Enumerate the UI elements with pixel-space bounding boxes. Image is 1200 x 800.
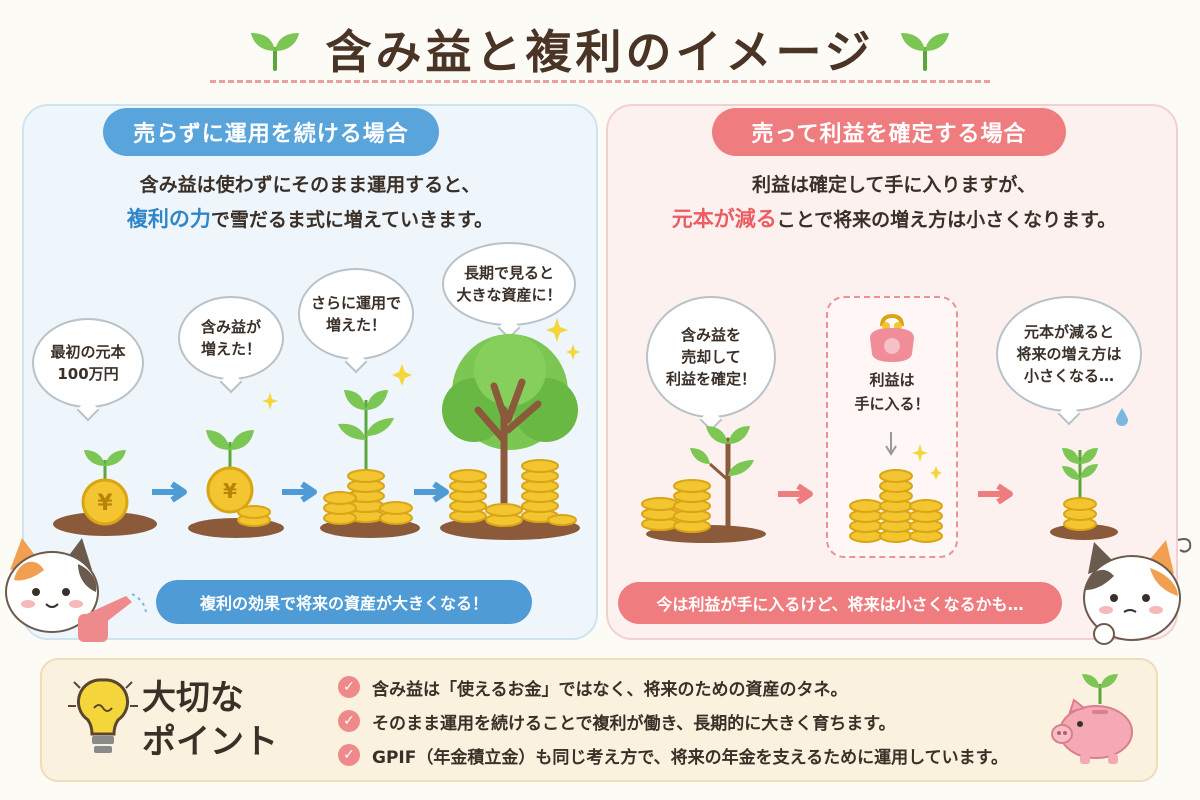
- down-arrow-icon: [885, 432, 897, 456]
- stage2-sprout-coins-icon: ¥: [188, 430, 284, 538]
- bubble-text: 100万円: [57, 365, 119, 383]
- right-bottom-message: 今は利益が手に入るけど、将来は小さくなるかも…: [618, 582, 1062, 624]
- small-sprout-coins-icon: [1050, 448, 1118, 540]
- flow-arrow: [778, 483, 813, 505]
- stage4-tree-coins-icon: [440, 334, 580, 540]
- title-underline: [210, 80, 990, 83]
- right-desc-line2-rest: ことで将来の増え方は小さくなります。: [776, 209, 1117, 231]
- gain-text-line: 手に入る！: [854, 395, 930, 413]
- check-icon: ✓: [338, 744, 360, 766]
- title-area: 含み益と複利のイメージ: [0, 14, 1200, 84]
- bubble-text: 小さくなる…: [1023, 367, 1114, 385]
- piggy-bank-sprout-icon: [1051, 674, 1133, 764]
- left-desc-line2: 複利の力で雪だるま式に増えていきます。: [40, 202, 580, 237]
- flow-arrow: [282, 481, 317, 503]
- key-point-text: そのまま運用を続けることで複利が働き、長期的に大きく育ちます。: [372, 713, 896, 734]
- thinking-cat-icon: [1083, 538, 1192, 645]
- yen-mark: ¥: [223, 479, 237, 503]
- cat-watering-can-icon: [5, 538, 147, 642]
- bubble-text: 含み益が: [200, 318, 261, 336]
- sprout-icon-left: [251, 33, 300, 71]
- sprout-icon-right: [900, 33, 949, 71]
- check-icon: ✓: [338, 676, 360, 698]
- key-points-title: 大切な ポイント: [142, 676, 302, 764]
- sparkle-icon: [912, 444, 928, 462]
- bubble-text: 含み益を: [680, 326, 741, 344]
- key-points-title-line: 大切な: [142, 678, 244, 718]
- stage3-plant-coin-stacks-icon: [320, 390, 420, 538]
- bubble-text: 将来の増え方は: [1016, 345, 1122, 363]
- bubble-text: 利益を確定！: [665, 370, 756, 388]
- bubble-further-increased: さらに運用で 増えた！: [298, 268, 414, 360]
- left-heading: 売らずに運用を続ける場合: [103, 108, 439, 156]
- profit-gained-text: 利益は 手に入る！: [826, 368, 958, 416]
- sparkle-icon: [392, 364, 412, 386]
- bubble-text: 増えた！: [200, 340, 261, 358]
- bubble-gain-increased: 含み益が 増えた！: [178, 296, 284, 380]
- bubble-future-smaller: 元本が減ると 将来の増え方は 小さくなる…: [996, 296, 1142, 412]
- left-desc-line1: 含み益は使わずにそのまま運用すると、: [139, 174, 481, 196]
- key-point-item: ✓ そのまま運用を続けることで複利が働き、長期的に大きく育ちます。: [338, 706, 1058, 736]
- key-point-item: ✓ GPIF（年金積立金）も同じ考え方で、将来の年金を支えるために運用しています…: [338, 740, 1058, 770]
- bubble-long-term: 長期で見ると 大きな資産に！: [442, 242, 576, 326]
- left-bottom-message: 複利の効果で将来の資産が大きくなる！: [156, 580, 532, 624]
- right-desc-line1: 利益は確定して手に入りますが、: [751, 174, 1037, 196]
- water-drop-icon: [1116, 408, 1128, 426]
- flow-arrow: [978, 483, 1013, 505]
- bubble-text: 大きな資産に！: [456, 286, 562, 304]
- coin-stacks-icon: [849, 469, 943, 543]
- left-desc-highlight: 複利の力: [126, 207, 211, 231]
- check-icon: ✓: [338, 710, 360, 732]
- sparkle-icon: [262, 392, 278, 410]
- right-heading: 売って利益を確定する場合: [712, 108, 1066, 156]
- left-desc-line2-rest: で雪だるま式に増えていきます。: [210, 209, 494, 231]
- key-points-title-line: ポイント: [142, 722, 278, 762]
- sparkle-icon: [546, 318, 568, 342]
- right-desc-highlight: 元本が減る: [671, 207, 777, 231]
- flow-arrow: [414, 481, 449, 503]
- key-point-text: GPIF（年金積立金）も同じ考え方で、将来の年金を支えるために運用しています。: [372, 747, 1008, 768]
- bubble-text: 最初の元本: [50, 343, 126, 361]
- flow-arrow: [152, 481, 187, 503]
- sparkle-icon: [566, 344, 580, 360]
- stage1-seedling-coin-icon: ¥: [53, 450, 157, 536]
- key-point-item: ✓ 含み益は「使えるお金」ではなく、将来のための資産のタネ。: [338, 672, 1058, 702]
- bubble-text: 増えた！: [325, 316, 386, 334]
- yen-mark: ¥: [97, 491, 113, 516]
- plant-with-coins-icon: [641, 426, 766, 543]
- coin-purse-icon: [870, 313, 914, 362]
- right-desc-line2: 元本が減ることで将来の増え方は小さくなります。: [620, 202, 1168, 237]
- gain-text-line: 利益は: [869, 371, 915, 389]
- bubble-initial-principal: 最初の元本 100万円: [32, 318, 144, 408]
- sparkle-icon: [930, 466, 942, 480]
- key-point-text: 含み益は「使えるお金」ではなく、将来のための資産のタネ。: [372, 679, 848, 700]
- page-title: 含み益と複利のイメージ: [325, 25, 875, 79]
- bubble-text: 売却して: [681, 348, 741, 366]
- left-description: 含み益は使わずにそのまま運用すると、 複利の力で雪だるま式に増えていきます。: [40, 168, 580, 237]
- lightbulb-icon: [68, 678, 138, 753]
- bubble-text: 元本が減ると: [1023, 323, 1114, 341]
- key-points-box: [40, 658, 1158, 782]
- bubble-text: さらに運用で: [310, 294, 401, 312]
- right-description: 利益は確定して手に入りますが、 元本が減ることで将来の増え方は小さくなります。: [620, 168, 1168, 237]
- bubble-text: 長期で見ると: [463, 264, 554, 282]
- bubble-sell-gain: 含み益を 売却して 利益を確定！: [646, 296, 776, 418]
